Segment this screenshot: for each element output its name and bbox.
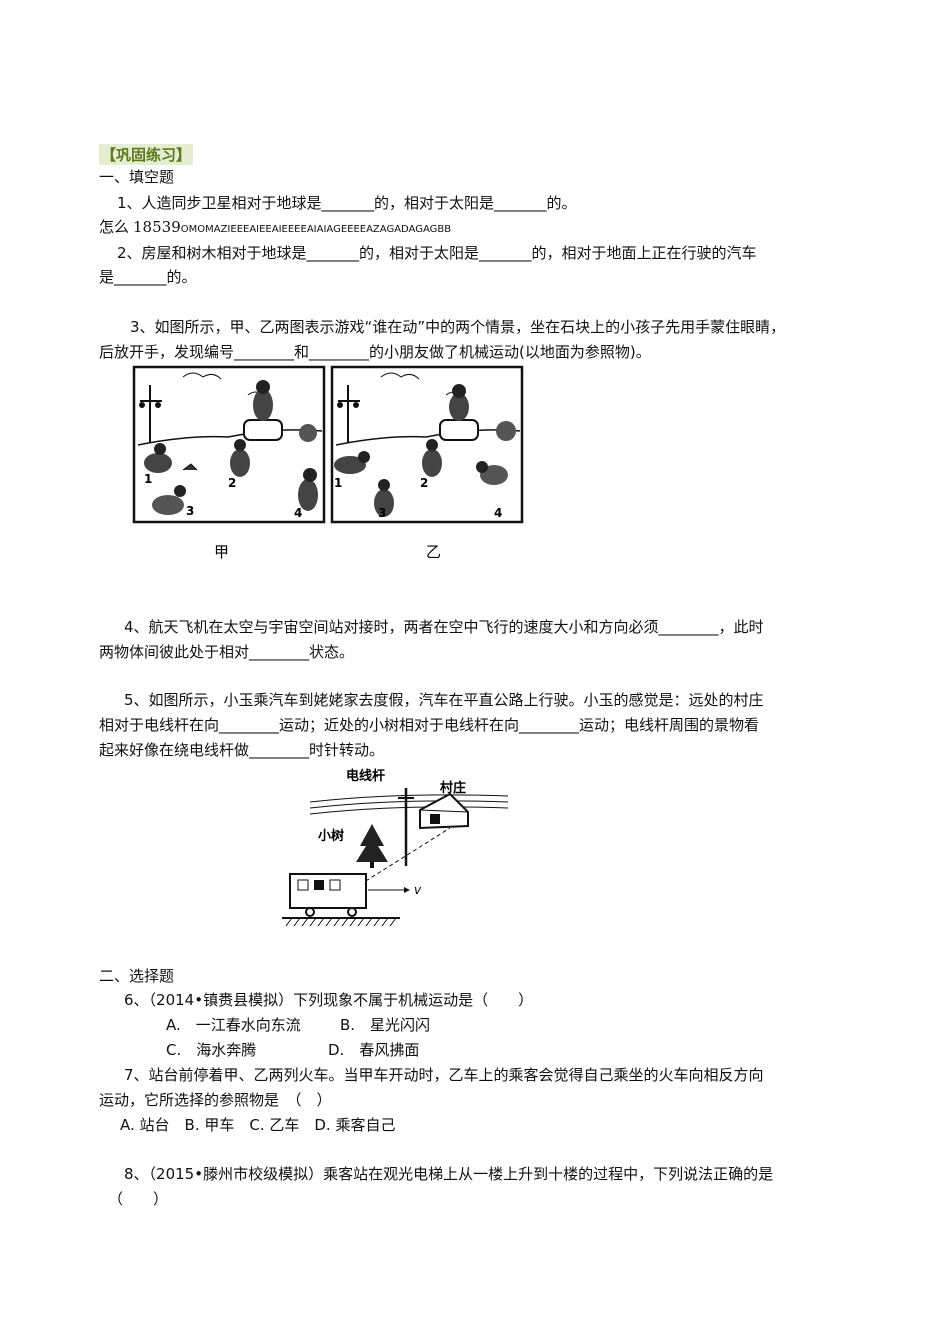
- part1-title: 一、填空题: [99, 168, 175, 186]
- kid-number: 2: [228, 476, 236, 490]
- question-2-line2: 是_______的。: [99, 268, 197, 286]
- question-7-line2: 运动，它所选择的参照物是 （ ）: [99, 1091, 332, 1109]
- q7-options: A. 站台 B. 甲车 C. 乙车 D. 乘客自己: [120, 1116, 396, 1134]
- panel-label-jia: 甲: [214, 543, 229, 561]
- kid-number: 4: [294, 506, 302, 520]
- q6-option-d: D. 春风拂面: [328, 1041, 420, 1059]
- kid-number: 1: [144, 472, 152, 486]
- q6-option-c: C. 海水奔腾: [166, 1041, 257, 1059]
- tree: [356, 824, 388, 862]
- kid-number: 3: [378, 506, 386, 520]
- question-8-line2: （ ）: [108, 1190, 169, 1208]
- question-2-line1: 2、房屋和树木相对于地球是_______的，相对于太阳是_______的，相对于…: [117, 244, 757, 262]
- question-3-line1: 3、如图所示，甲、乙两图表示游戏“谁在动”中的两个情景，坐在石块上的小孩子先用手…: [130, 318, 786, 336]
- watermark-prefix: 怎么: [99, 218, 130, 236]
- panel-label-yi: 乙: [426, 543, 441, 561]
- question-4-line1: 4、航天飞机在太空与宇宙空间站对接时，两者在空中飞行的速度大小和方向必须____…: [124, 618, 764, 636]
- question-5-line2: 相对于电线杆在向________运动；近处的小树相对于电线杆在向________…: [99, 716, 760, 734]
- kid-number: 4: [494, 506, 502, 520]
- question-4-line2: 两物体间彼此处于相对________状态。: [99, 643, 355, 661]
- velocity-label: v: [414, 883, 422, 897]
- question-5-line3: 起来好像在绕电线杆做________时针转动。: [99, 741, 385, 759]
- watermark-digits: 18539: [133, 218, 181, 236]
- tree-label: 小树: [318, 828, 344, 844]
- game-figure: 1 2 3 4 甲 1 2 3 4 乙: [132, 365, 524, 561]
- pole-figure: 电线杆 村庄 小树 v: [282, 768, 509, 927]
- village-house: [419, 792, 469, 830]
- question-5-line1: 5、如图所示，小玉乘汽车到姥姥家去度假，汽车在平直公路上行驶。小玉的感觉是：远处…: [124, 691, 764, 709]
- panel-jia: 1 2 3 4 甲: [132, 365, 326, 561]
- question-7-line1: 7、站台前停着甲、乙两列火车。当甲车开动时，乙车上的乘客会觉得自己乘坐的火车向相…: [124, 1066, 764, 1084]
- kid-number: 1: [334, 476, 342, 490]
- q6-option-b: B. 星光闪闪: [340, 1016, 431, 1034]
- question-1: 1、人造同步卫星相对于地球是_______的，相对于太阳是_______的。: [117, 194, 577, 212]
- village-label: 村庄: [440, 780, 466, 796]
- question-3-line2: 后放开手，发现编号________和________的小朋友做了机械运动(以地面…: [99, 343, 651, 361]
- section-header: 【巩固练习】: [99, 144, 194, 165]
- pole-label: 电线杆: [346, 768, 385, 784]
- panel-yi: 1 2 3 4 乙: [330, 365, 524, 561]
- watermark-code: OMOMAZIEEEAIEEAIEEEEAIAIAGEEEEAZAGADAGAG…: [180, 224, 452, 235]
- kid-number: 2: [420, 476, 428, 490]
- bus: [289, 873, 367, 917]
- question-6: 6、（2014•镇赉县模拟）下列现象不属于机械运动是（ ）: [124, 991, 534, 1009]
- question-8-line1: 8、（2015•滕州市校级模拟）乘客站在观光电梯上从一楼上升到十楼的过程中，下列…: [124, 1165, 774, 1183]
- part2-title: 二、选择题: [99, 967, 175, 985]
- q6-option-a: A. 一江春水向东流: [166, 1016, 301, 1034]
- kid-number: 3: [186, 504, 194, 518]
